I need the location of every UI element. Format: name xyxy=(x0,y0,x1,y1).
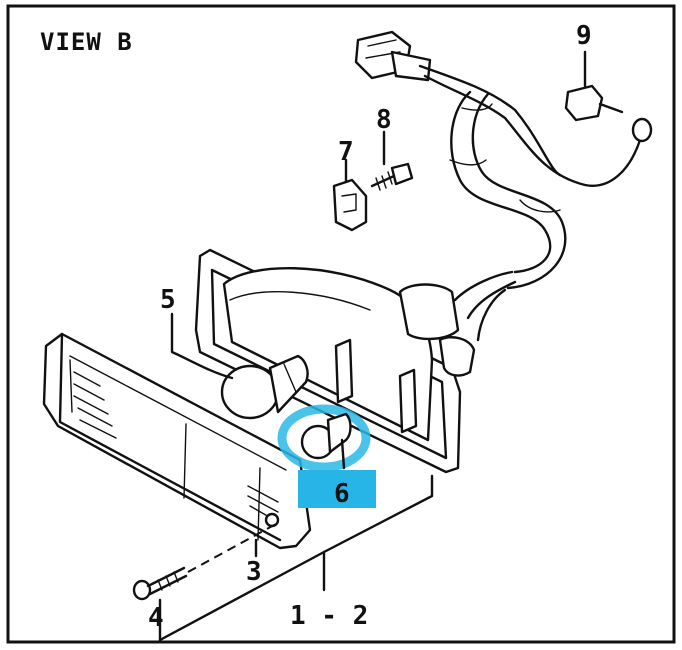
callout-7: 7 xyxy=(338,137,354,167)
part-6-bulb xyxy=(277,404,371,472)
lamp-housing xyxy=(194,248,476,474)
part-8-screw xyxy=(370,130,414,191)
callout-9: 9 xyxy=(576,21,592,51)
part-9-socket xyxy=(564,50,624,122)
callout-6: 6 xyxy=(334,479,350,509)
callout-4: 4 xyxy=(148,603,164,633)
view-title: VIEW B xyxy=(40,28,133,56)
part-7-clip xyxy=(332,158,368,232)
callout-8: 8 xyxy=(376,105,392,135)
part-4-screw xyxy=(132,523,277,642)
part-5-bulb xyxy=(170,312,309,420)
diagram-frame xyxy=(6,4,676,644)
callout-3: 3 xyxy=(246,557,262,587)
lamp-lens xyxy=(42,332,312,550)
part-6-highlight-ring xyxy=(277,404,371,472)
part-6-highlight-box xyxy=(298,470,376,508)
wiring-harness xyxy=(354,30,653,342)
callout-5: 5 xyxy=(160,285,176,315)
callout-1-2: 1 - 2 xyxy=(290,601,368,631)
